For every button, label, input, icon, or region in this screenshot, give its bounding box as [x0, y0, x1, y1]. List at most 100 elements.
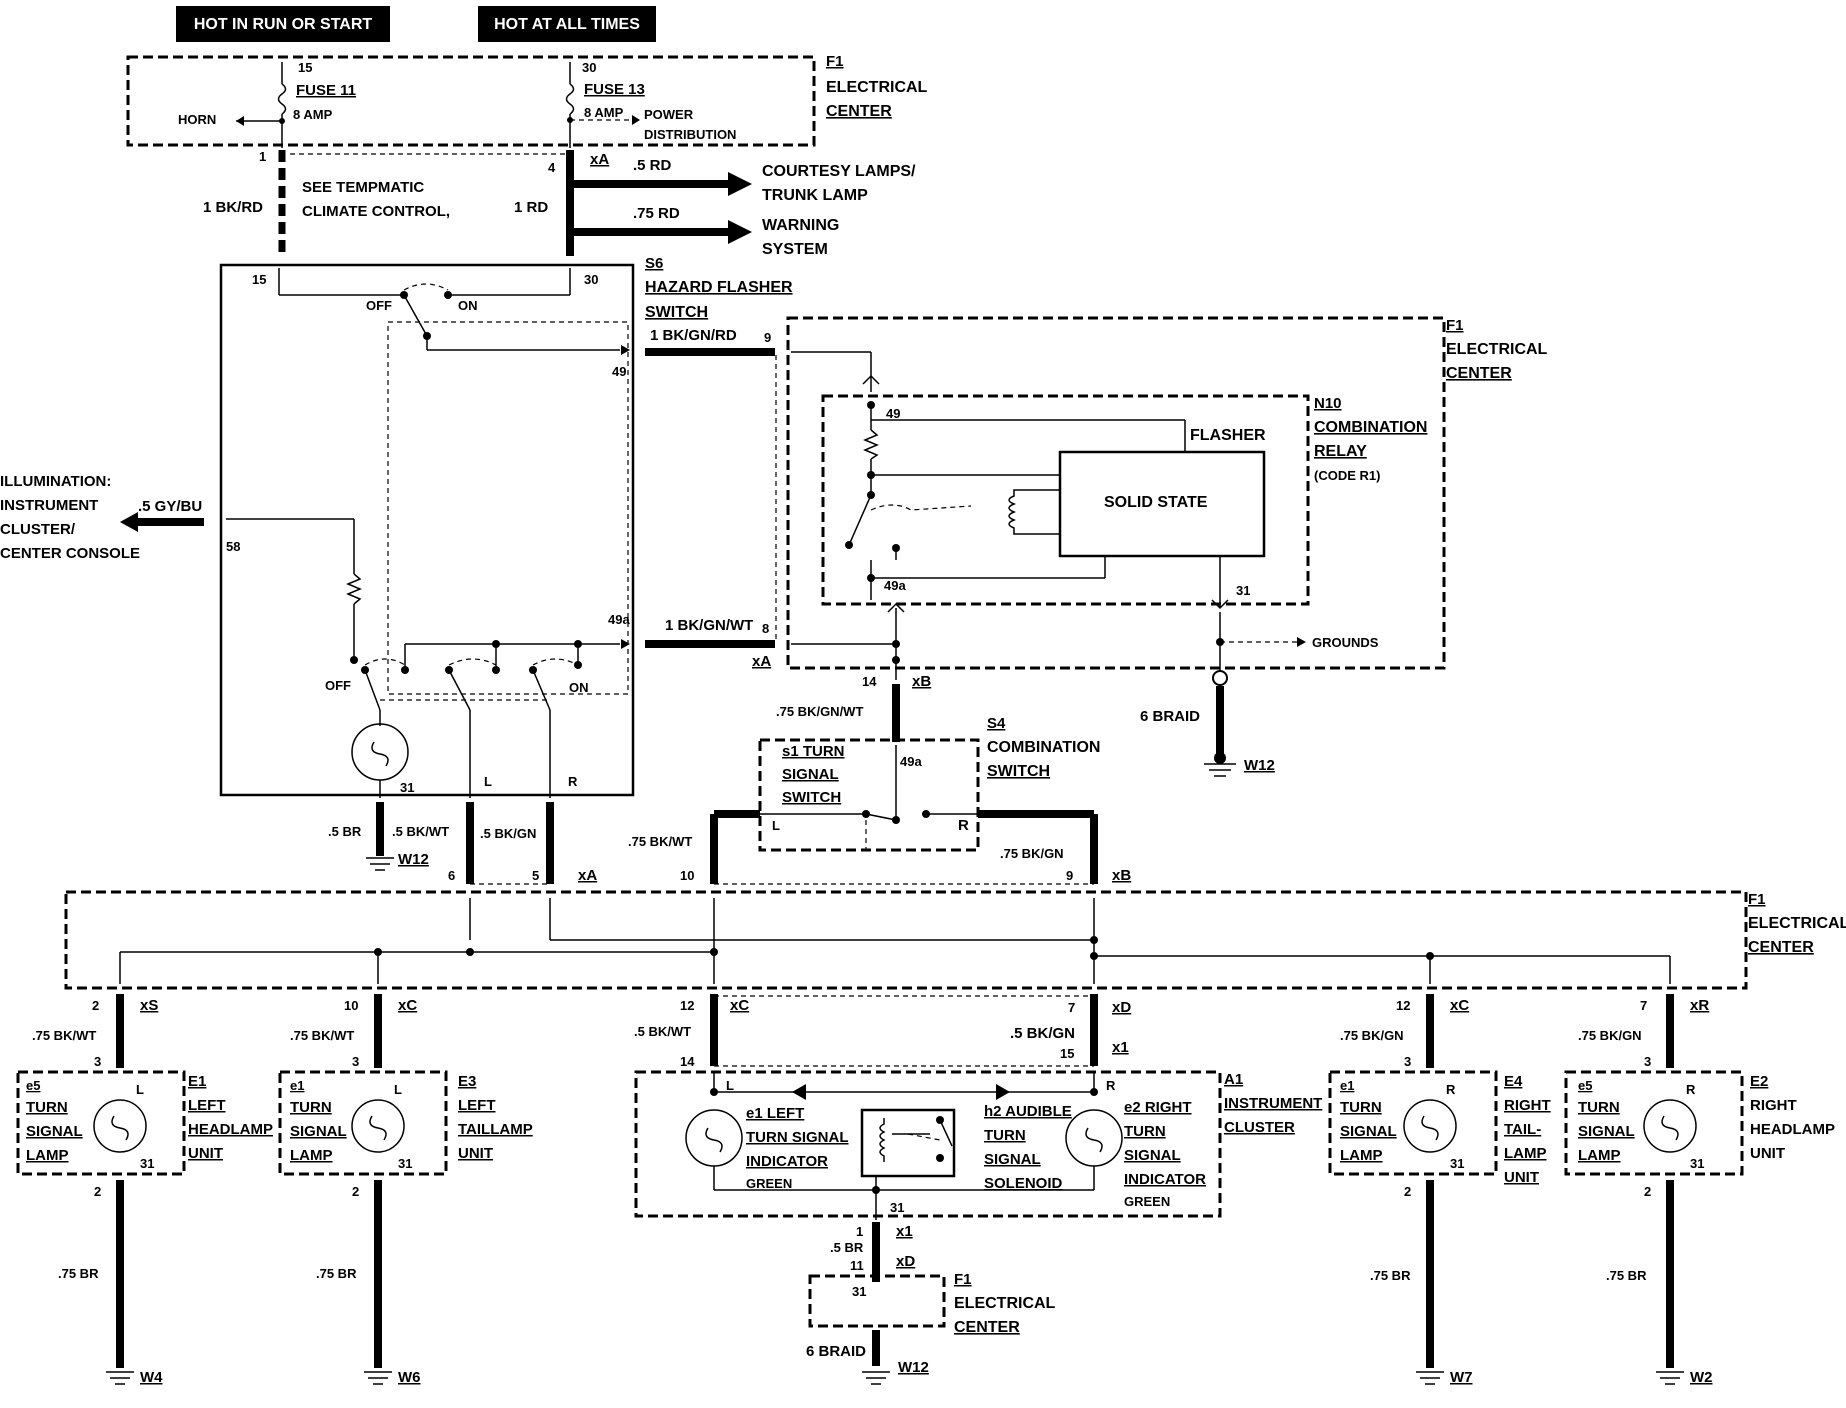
lamp-3-unit-1: RIGHT: [1504, 1097, 1551, 1114]
lamp-2-name-2: SIGNAL: [290, 1123, 347, 1140]
lamp-2-ref: E3: [458, 1073, 476, 1090]
lamp-1-pin2: 2: [94, 1184, 101, 1199]
lamp-3-wire: .75 BK/GN: [1340, 1028, 1404, 1043]
lamp-2-name-3: LAMP: [290, 1147, 333, 1164]
combo-name-2: SWITCH: [987, 763, 1050, 780]
lamp-2-unit-3: UNIT: [458, 1145, 493, 1162]
courtesy-lamps-2: TRUNK LAMP: [762, 187, 868, 204]
lamp-1-pin31: 31: [140, 1156, 154, 1171]
hazard-ref: S6: [645, 255, 663, 272]
hazard-pin15: 15: [252, 272, 266, 287]
solid-state-label: SOLID STATE: [1104, 494, 1208, 511]
hazard-flasher-switch: 15 30 OFF ON 49 58 OFF ON 49a: [219, 255, 793, 798]
cluster-f1-pin31: 31: [852, 1284, 866, 1299]
lamp-1-ref: E1: [188, 1073, 206, 1090]
hazard-on-label: ON: [458, 298, 478, 313]
combo-name-1: COMBINATION: [987, 739, 1100, 756]
wire-75-rd: .75 RD: [633, 205, 680, 222]
hazard-outputs: .5 BR W12 .5 BK/WT .5 BK/GN 6 5 xA: [328, 802, 1094, 885]
illumination-input: ILLUMINATION: INSTRUMENT CLUSTER/ CENTER…: [0, 473, 204, 562]
relay-ref: N10: [1314, 395, 1342, 412]
power-distribution-label-1: POWER: [644, 107, 694, 122]
hazard-out-w12: W12: [398, 851, 429, 868]
cluster-braid: 6 BRAID: [806, 1343, 866, 1360]
f1-bottom-name-2: CENTER: [1748, 939, 1814, 956]
lamp-4-unit-2: HEADLAMP: [1750, 1121, 1835, 1138]
lamp-3-unit-3: LAMP: [1504, 1145, 1547, 1162]
fuse11-label: FUSE 11: [296, 82, 356, 99]
lamp-3-gwire: .75 BR: [1370, 1268, 1411, 1283]
lamp-1-comp: e5: [26, 1078, 40, 1093]
e1-label-1: e1 LEFT: [746, 1105, 804, 1122]
wire-bk-gn-wt: 1 BK/GN/WT: [665, 617, 753, 634]
lamp-1-unit-1: LEFT: [188, 1097, 226, 1114]
lamp-1-pin-top: 2: [92, 998, 99, 1013]
e2-label-2: TURN: [1124, 1123, 1166, 1140]
lamp-1-gwire: .75 BR: [58, 1266, 99, 1281]
relay-pin49a: 49a: [884, 578, 906, 593]
fuse13-label: FUSE 13: [584, 81, 645, 98]
lamp-4-wire: .75 BK/GN: [1578, 1028, 1642, 1043]
lamp-2-pin31: 31: [398, 1156, 412, 1171]
lamp-3-ground: W7: [1450, 1369, 1473, 1386]
hazard-pin58: 58: [226, 539, 240, 554]
cluster-w12: W12: [898, 1359, 929, 1376]
horn-label: HORN: [178, 112, 216, 127]
lamp-1-unit-2: HEADLAMP: [188, 1121, 273, 1138]
combo-L: L: [772, 818, 780, 833]
hazard-out-pin5: 5: [532, 868, 539, 883]
lamp-4-ground: W2: [1690, 1369, 1713, 1386]
lamp-unit-left-taillamp: 10 xC .75 BK/WT 3 e1 TURN SIGNAL LAMP L …: [278, 994, 533, 1386]
lamp-3-unit-4: UNIT: [1504, 1169, 1539, 1186]
cluster-pin31: 31: [890, 1200, 904, 1215]
e1-label-2: TURN SIGNAL: [746, 1129, 849, 1146]
hazard-off2-label: OFF: [325, 678, 351, 693]
lamp-2-name-1: TURN: [290, 1099, 332, 1116]
hazard-R-label: R: [568, 774, 578, 789]
cluster-name-1: INSTRUMENT: [1224, 1095, 1322, 1112]
hazard-wire-br: .5 BR: [328, 824, 362, 839]
cluster-pin7: 7: [1068, 1000, 1075, 1015]
hazard-wire-bkwt: .5 BK/WT: [392, 824, 449, 839]
connector-xA-top: xA: [590, 151, 609, 168]
wire-bk-gn-rd: 1 BK/GN/RD: [650, 327, 737, 344]
lamp-2-pin3: 3: [352, 1054, 359, 1069]
illumination-wire: .5 GY/BU: [138, 498, 202, 515]
combo-ref: S4: [987, 715, 1006, 732]
hazard-pin30: 30: [584, 272, 598, 287]
lamp-1-name-2: SIGNAL: [26, 1123, 83, 1140]
cluster-ref: A1: [1224, 1071, 1243, 1088]
lamp-2-gwire: .75 BR: [316, 1266, 357, 1281]
s1-label-2: SIGNAL: [782, 766, 839, 783]
hazard-pin49a: 49a: [608, 612, 630, 627]
combo-wire-left: .75 BK/WT: [628, 834, 692, 849]
relay-pin31: 31: [1236, 583, 1250, 598]
pin-4: 4: [548, 160, 556, 175]
lamp-2-pin-top: 10: [344, 998, 358, 1013]
lamp-1-side: L: [136, 1082, 144, 1097]
lamp-4-name-2: SIGNAL: [1578, 1123, 1635, 1140]
hazard-connector-xA: xA: [752, 653, 771, 670]
lamp-3-conn: xC: [1450, 997, 1469, 1014]
relay-name-2: RELAY: [1314, 443, 1367, 460]
h2-label-4: SOLENOID: [984, 1175, 1063, 1192]
lamp-3-name-2: SIGNAL: [1340, 1123, 1397, 1140]
lamp-2-unit-1: LEFT: [458, 1097, 496, 1114]
header-hot-in-run-label: HOT IN RUN OR START: [194, 16, 373, 33]
cluster-f1-name-2: CENTER: [954, 1319, 1020, 1336]
e2-label-4: INDICATOR: [1124, 1171, 1206, 1188]
lamp-4-unit-1: RIGHT: [1750, 1097, 1797, 1114]
lamp-3-pin2: 2: [1404, 1184, 1411, 1199]
fusebox-ref: F1: [826, 53, 844, 70]
lamp-unit-right-headlamp: 7 xR .75 BK/GN 3 e5 TURN SIGNAL LAMP R 3…: [1564, 994, 1835, 1386]
f1-bottom-name-1: ELECTRICAL: [1748, 915, 1846, 932]
cluster-xD-bottom: xD: [896, 1253, 915, 1270]
lamp-4-pin2: 2: [1644, 1184, 1651, 1199]
s1-label-1: s1 TURN: [782, 743, 845, 760]
lamp-unit-right-taillamp: 12 xC .75 BK/GN 3 e1 TURN SIGNAL LAMP R …: [1328, 994, 1551, 1386]
lamp-1-pin3: 3: [94, 1054, 101, 1069]
hazard-name-1: HAZARD FLASHER: [645, 279, 793, 296]
cluster-L: L: [726, 1078, 734, 1093]
fuse13-pin30: 30: [582, 60, 596, 75]
lamp-4-name-3: LAMP: [1578, 1147, 1621, 1164]
